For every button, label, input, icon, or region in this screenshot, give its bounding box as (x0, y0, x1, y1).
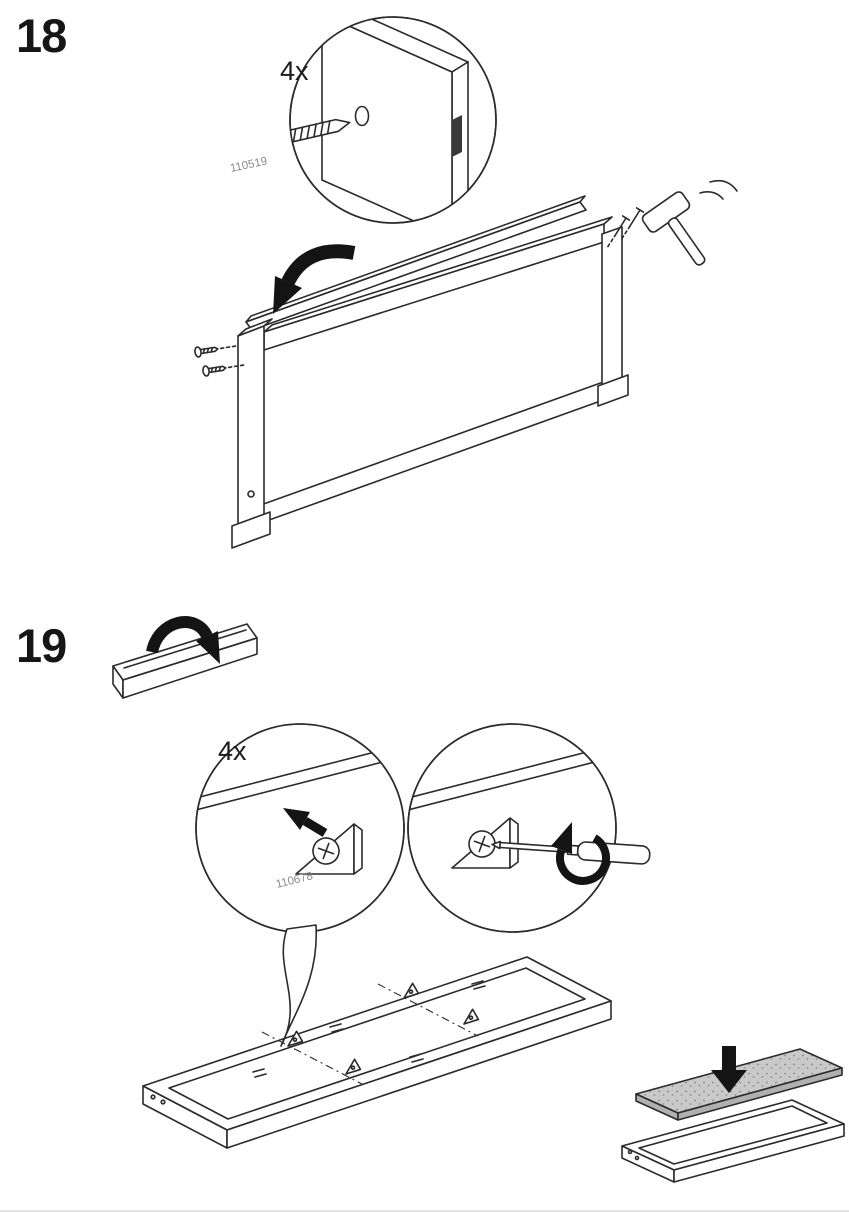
screw-head-icon (468, 830, 496, 858)
screwdriver-detail-callout (407, 723, 651, 933)
bracket-marker (287, 1030, 304, 1047)
fiberboard-panel (635, 1048, 843, 1121)
part-number-label: 110519 (229, 155, 268, 175)
screw-detail-callout: 4x 110519 (229, 16, 497, 224)
bracket-detail-callout: 4x 110678 (195, 723, 405, 1047)
motion-arc (699, 191, 724, 200)
base-frame (142, 956, 612, 1149)
screw-icon (202, 364, 245, 377)
step-19-illustration: 4x 110678 (112, 616, 845, 1183)
frame-assembly (194, 179, 738, 549)
bracket-marker (345, 1058, 362, 1075)
press-down-arrow (273, 244, 356, 314)
screw-hole (160, 1099, 166, 1105)
guide-line (261, 1031, 363, 1085)
cam-hole (247, 490, 255, 498)
page-footer-rule (0, 1210, 849, 1212)
frame-body (231, 216, 629, 549)
step-18-number: 18 (16, 9, 67, 62)
guide-line (377, 983, 479, 1037)
alignment-mark (252, 1068, 267, 1078)
quantity-label: 4x (280, 56, 309, 86)
small-frame (621, 1099, 845, 1183)
step-18-illustration: 4x 110519 (194, 16, 738, 549)
flip-panel (112, 623, 258, 699)
direction-arrow (283, 808, 328, 837)
hammer-icon (641, 179, 738, 266)
screw-icon (194, 345, 237, 358)
quantity-label: 4x (218, 736, 247, 766)
motion-arc (709, 179, 738, 192)
panel-insert-illustration (621, 1046, 845, 1183)
callout-tail (280, 924, 318, 1047)
alignment-mark (409, 1053, 424, 1063)
bracket-marker (463, 1008, 480, 1025)
cam-groove (452, 115, 462, 157)
screw-icons (194, 345, 245, 377)
screw-hole (627, 1149, 633, 1155)
corner-bracket-icon (451, 817, 519, 869)
screw-hole (634, 1155, 640, 1161)
insert-arrow (711, 1046, 747, 1093)
nail-icons (606, 207, 645, 249)
nail-icon (606, 215, 631, 249)
alignment-mark (471, 980, 486, 990)
corner-bracket-icon (295, 823, 363, 875)
screw-head-icon (312, 837, 340, 865)
step-19-number: 19 (16, 619, 67, 672)
nail-icon (620, 207, 645, 241)
bracket-marker (403, 982, 420, 999)
screwdriver-icon (491, 840, 651, 865)
pilot-hole (354, 105, 370, 127)
dowel-screw-icon (290, 118, 351, 158)
alignment-mark (329, 1023, 344, 1033)
flip-arrow (146, 616, 220, 664)
rotate-arrow (551, 822, 610, 885)
screw-hole (150, 1094, 156, 1100)
